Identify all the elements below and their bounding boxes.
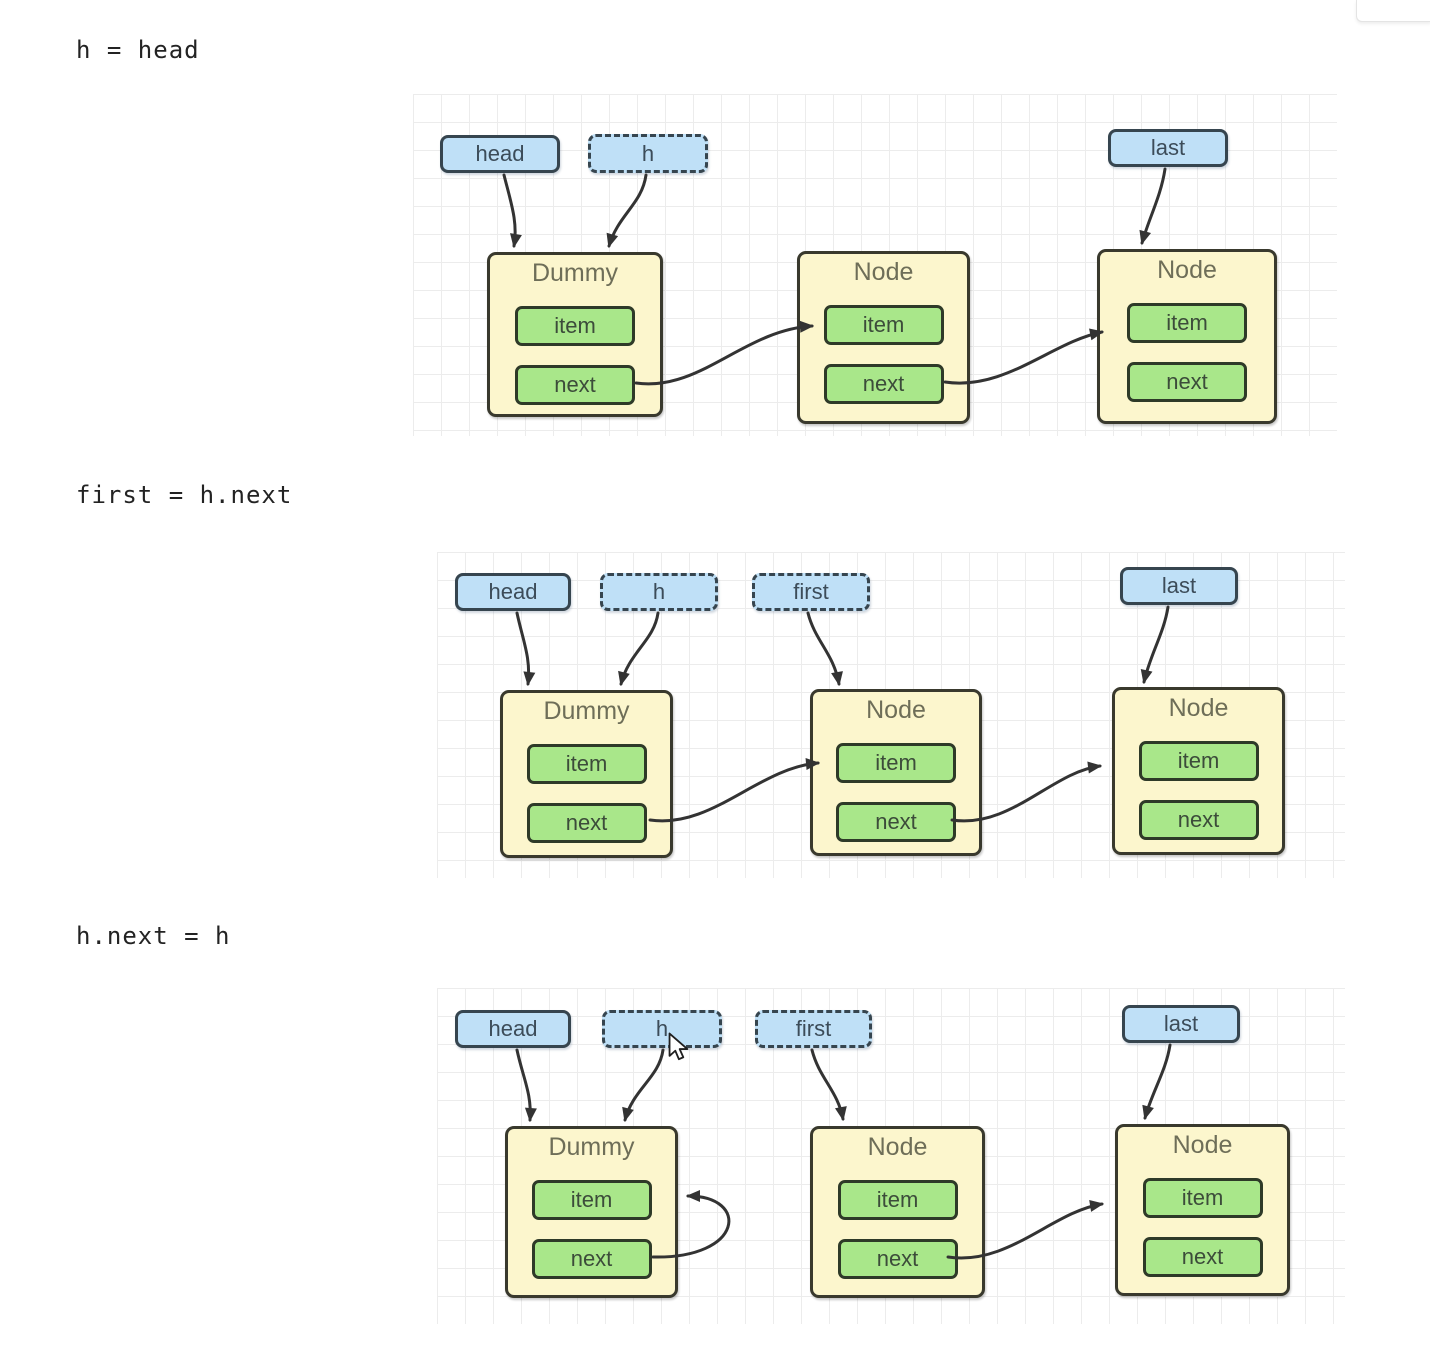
pointer-box-last[interactable]: last <box>1120 567 1238 605</box>
node-title: Dummy <box>548 1133 635 1161</box>
field-item[interactable]: item <box>823 305 944 345</box>
field-item[interactable]: item <box>531 1180 652 1220</box>
node-title: Node <box>866 696 926 724</box>
node-title: Dummy <box>531 259 619 287</box>
field-next[interactable]: next <box>1127 362 1247 402</box>
code-line-3: h.next = h <box>76 922 231 950</box>
node-title: Dummy <box>543 697 630 725</box>
field-item[interactable]: item <box>836 743 956 783</box>
field-item[interactable]: item <box>526 744 647 784</box>
field-next[interactable]: next <box>823 364 944 404</box>
field-item[interactable]: item <box>837 1180 958 1220</box>
node-box-middle[interactable]: Node item next <box>810 689 982 856</box>
pointer-box-last[interactable]: last <box>1108 129 1228 167</box>
field-next[interactable]: next <box>515 365 635 405</box>
field-next[interactable]: next <box>1138 800 1259 840</box>
pointer-box-head[interactable]: head <box>455 573 571 611</box>
mouse-cursor-icon <box>668 1032 689 1061</box>
node-box-last[interactable]: Node item next <box>1097 249 1277 424</box>
pointer-box-head[interactable]: head <box>455 1010 571 1048</box>
node-box-dummy[interactable]: Dummy item next <box>487 252 663 417</box>
node-box-dummy[interactable]: Dummy item next <box>505 1126 678 1298</box>
field-next[interactable]: next <box>1142 1237 1263 1277</box>
code-line-2: first = h.next <box>76 481 293 509</box>
pointer-box-h[interactable]: h <box>588 134 708 173</box>
node-title: Node <box>1172 1131 1233 1159</box>
field-next[interactable]: next <box>526 803 647 843</box>
code-line-1: h = head <box>76 36 200 64</box>
node-title: Node <box>1168 694 1229 722</box>
field-next[interactable]: next <box>531 1239 652 1279</box>
node-box-last[interactable]: Node item next <box>1112 687 1285 855</box>
pointer-box-first[interactable]: first <box>755 1010 872 1048</box>
node-title: Node <box>867 1133 928 1161</box>
pointer-box-first[interactable]: first <box>752 573 870 611</box>
node-box-dummy[interactable]: Dummy item next <box>500 690 673 858</box>
pointer-box-h[interactable]: h <box>600 573 718 611</box>
field-next[interactable]: next <box>836 802 956 842</box>
top-right-overlay <box>1356 0 1430 22</box>
pointer-box-last[interactable]: last <box>1122 1005 1240 1043</box>
field-next[interactable]: next <box>837 1239 958 1279</box>
node-box-middle[interactable]: Node item next <box>810 1126 985 1298</box>
field-item[interactable]: item <box>1127 303 1247 343</box>
field-item[interactable]: item <box>1138 741 1259 781</box>
field-item[interactable]: item <box>515 306 635 346</box>
node-box-middle[interactable]: Node item next <box>797 251 970 424</box>
node-title: Node <box>853 258 914 286</box>
node-box-last[interactable]: Node item next <box>1115 1124 1290 1296</box>
node-title: Node <box>1157 256 1217 284</box>
pointer-box-head[interactable]: head <box>440 135 560 173</box>
field-item[interactable]: item <box>1142 1178 1263 1218</box>
pointer-box-h[interactable]: h <box>602 1010 722 1048</box>
